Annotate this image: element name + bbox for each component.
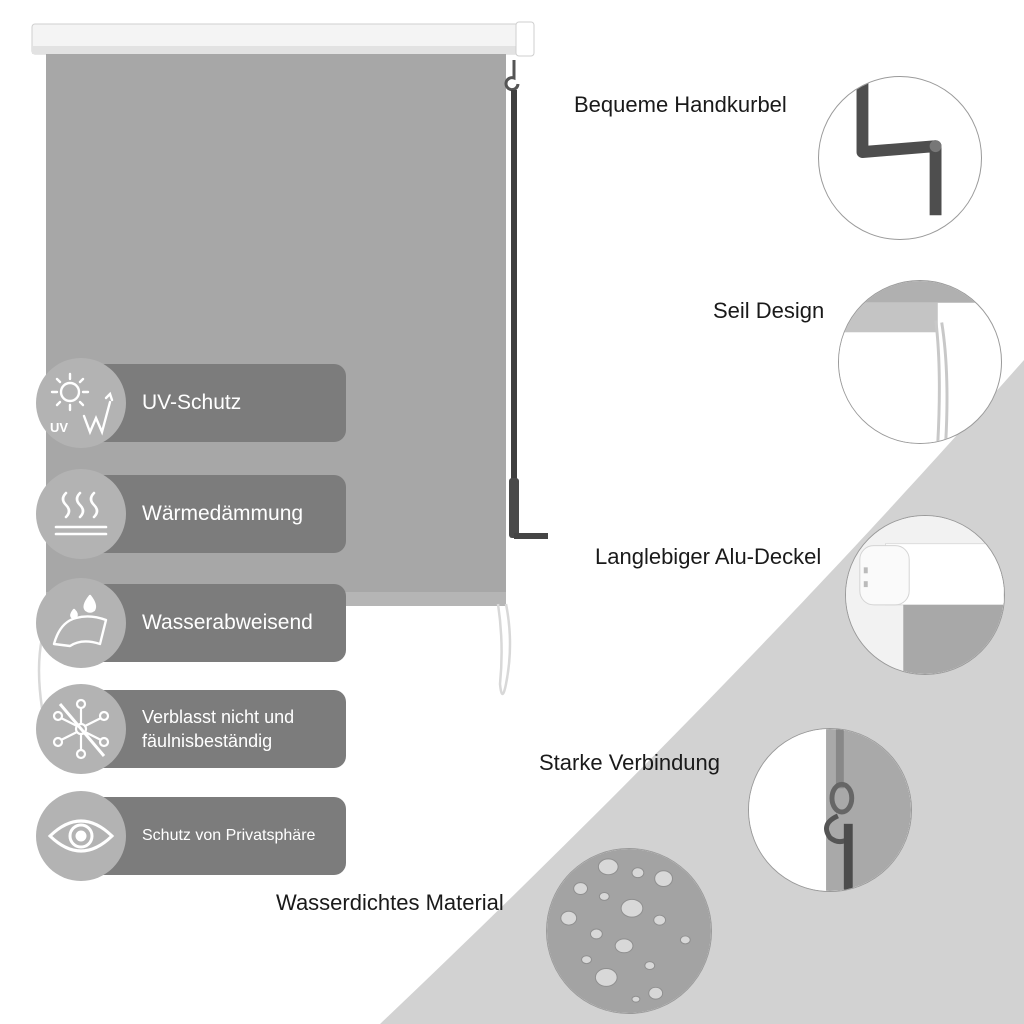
feature-label: UV-Schutz <box>142 391 242 414</box>
detail-material-circle <box>546 848 712 1014</box>
feature-label: Schutz von Privatsphäre <box>142 827 316 844</box>
eye-icon <box>47 819 115 853</box>
feature-fade-resistant: Verblasst nicht und fäulnisbeständig <box>36 684 346 774</box>
feature-water-repellent: Wasserabweisend <box>36 578 346 668</box>
heat-waves-icon <box>54 491 108 536</box>
detail-rope-circle <box>838 280 1002 444</box>
feature-heat-insulation: Wärmedämmung <box>36 469 346 559</box>
feature-badge <box>36 578 126 668</box>
feature-privacy: Schutz von Privatsphäre <box>36 791 346 881</box>
crank-detail-image <box>856 77 942 216</box>
feature-label: Verblasst nicht und fäulnisbeständig <box>142 707 295 751</box>
uv-sun-icon: UV <box>50 372 114 436</box>
feature-uv-protection: UV UV-Schutz <box>36 358 346 448</box>
callout-rope-label: Seil Design <box>713 298 825 323</box>
cover-detail-image <box>846 516 1004 674</box>
detail-cover-circle <box>845 515 1005 675</box>
detail-connection-circle <box>748 728 912 892</box>
feature-badge <box>36 791 126 881</box>
callout-connection-label: Starke Verbindung <box>539 750 721 775</box>
callout-cover-label: Langlebiger Alu-Deckel <box>595 544 822 569</box>
callout-material-label: Wasserdichtes Material <box>276 890 504 915</box>
detail-crank-circle <box>818 76 982 240</box>
waterproof-material-image <box>547 849 711 1013</box>
feature-label: Wasserabweisend <box>142 611 313 634</box>
feature-badge: UV <box>36 358 126 448</box>
svg-text:UV: UV <box>50 420 68 435</box>
connection-detail-image <box>749 729 911 891</box>
molecule-icon <box>52 698 110 760</box>
callout-crank-label: Bequeme Handkurbel <box>574 92 787 117</box>
feature-badge <box>36 469 126 559</box>
rope-detail-image <box>839 281 1001 443</box>
water-drop-icon <box>52 594 108 648</box>
feature-label: Wärmedämmung <box>142 502 304 525</box>
feature-badge <box>36 684 126 774</box>
